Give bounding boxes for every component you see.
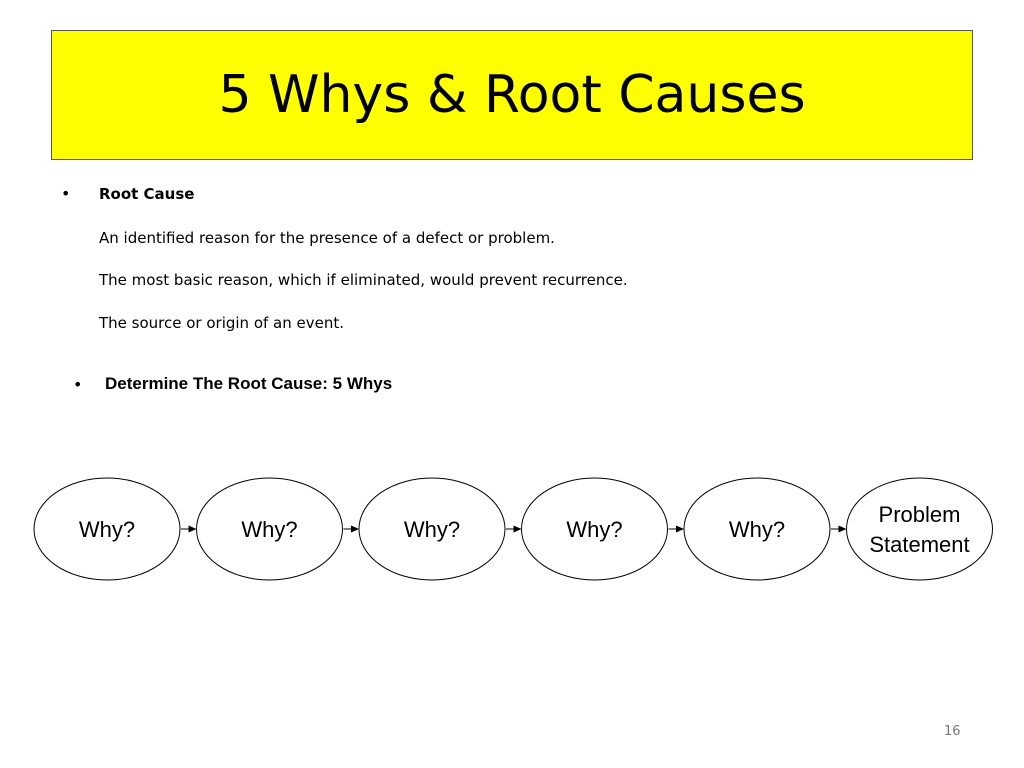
determine-root-cause-heading: Determine The Root Cause: 5 Whys [105, 374, 393, 393]
root-cause-definition: An identified reason for the presence of… [99, 229, 555, 247]
node-ellipse [683, 477, 831, 581]
root-cause-definition: The most basic reason, which if eliminat… [99, 271, 628, 289]
node-label: Why? [729, 517, 785, 542]
root-cause-definition: The source or origin of an event. [99, 314, 345, 332]
node-label: Why? [566, 517, 622, 542]
bullet-marker: • [61, 184, 71, 203]
node-label: Problem [879, 502, 961, 527]
why-node: Why? [33, 477, 181, 581]
root-cause-heading: Root Cause [99, 185, 195, 203]
node-ellipse [846, 477, 993, 581]
bullet-marker: • [73, 375, 83, 394]
node-label: Statement [869, 532, 969, 557]
node-label: Why? [241, 517, 297, 542]
page-number: 16 [944, 724, 961, 739]
node-ellipse [196, 477, 343, 581]
node-label: Why? [79, 517, 135, 542]
node-ellipse [358, 477, 506, 581]
why-node: Why? [683, 477, 831, 581]
why-node: Why? [358, 477, 506, 581]
why-node: Why? [521, 477, 668, 581]
node-label: Why? [404, 517, 460, 542]
slide-title: 5 Whys & Root Causes [218, 65, 806, 125]
node-ellipse [33, 477, 181, 581]
title-banner: 5 Whys & Root Causes [51, 30, 973, 160]
why-node: Why? [196, 477, 343, 581]
node-ellipse [521, 477, 668, 581]
